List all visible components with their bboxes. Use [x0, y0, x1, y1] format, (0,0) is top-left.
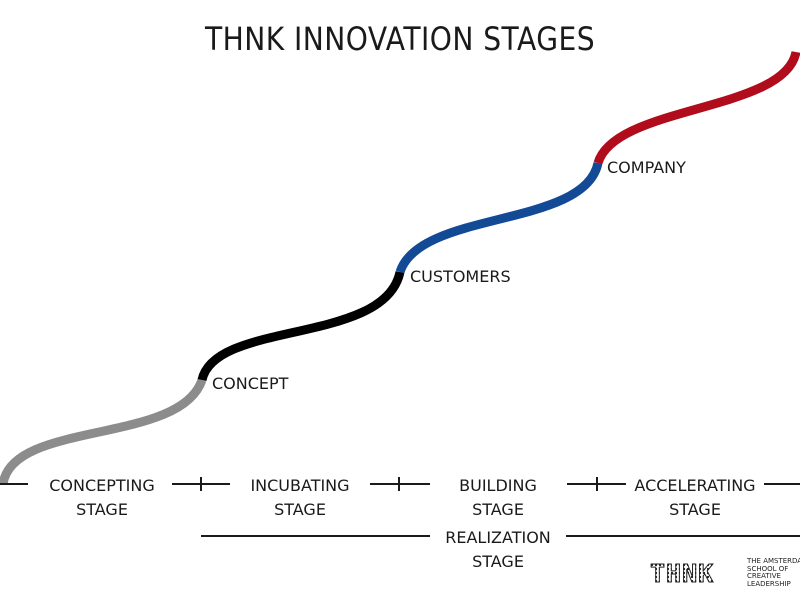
milestone-label-company: COMPANY [607, 158, 686, 177]
stage-label-incubating-line2: STAGE [274, 500, 326, 519]
stage-label-accelerating-line2: STAGE [669, 500, 721, 519]
logo-wordmark: THNK [649, 559, 715, 589]
curve-segment-company [593, 50, 800, 165]
milestone-label-customers: CUSTOMERS [410, 267, 511, 286]
logo-tagline-line: THE AMSTERDAM [747, 558, 800, 565]
stage-label-realization-line1: REALIZATION [445, 528, 551, 547]
logo-tagline-line: SCHOOL OF [747, 564, 789, 573]
thnk-logo: THNK THE AMSTERDAM SCHOOL OF CREATIVE LE… [649, 555, 800, 595]
curve-segment-concept [197, 270, 405, 382]
logo-tagline: THE AMSTERDAM SCHOOL OF CREATIVE LEADERS… [747, 558, 800, 588]
milestone-label-concept: CONCEPT [212, 374, 289, 393]
stage-label-building-line2: STAGE [472, 500, 524, 519]
logo-tagline-line: CREATIVE [747, 572, 781, 580]
stage-label-realization-line2: STAGE [472, 552, 524, 571]
curve-segment-concepting [0, 378, 207, 486]
stage-label-concepting-line1: CONCEPTING [49, 476, 155, 495]
stage-label-incubating-line1: INCUBATING [250, 476, 349, 495]
stage-label-building-line1: BUILDING [459, 476, 537, 495]
logo-tagline-line: LEADERSHIP [747, 579, 791, 588]
diagram-title: THNK INNOVATION STAGES [204, 20, 596, 58]
stage-label-accelerating-line1: ACCELERATING [634, 476, 755, 495]
stage-timeline-ticks [200, 477, 598, 491]
stage-label-concepting-line2: STAGE [76, 500, 128, 519]
curve-segment-customers [395, 161, 603, 274]
